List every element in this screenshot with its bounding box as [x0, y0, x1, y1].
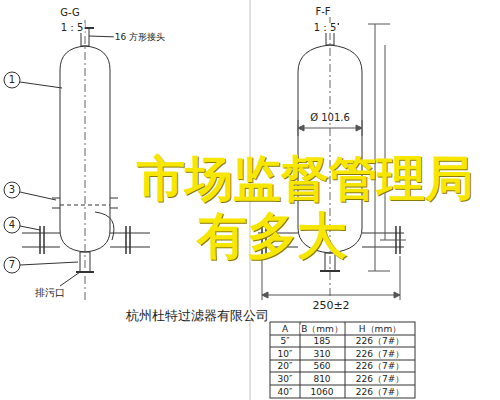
table-cell: 560 [312, 362, 331, 371]
company-name: 杭州杜特过滤器有限公司 [125, 309, 270, 322]
callout-number: 7 [8, 260, 16, 270]
part-name: 排污口 [34, 288, 66, 298]
table-cell: 40″ [277, 387, 294, 396]
dimension: Ø 101.6 [309, 113, 351, 123]
table-cell: 5″ [279, 337, 290, 346]
table-cell: 226（7#） [355, 362, 405, 371]
table-cell: A [281, 324, 289, 333]
scale: 1：5 [60, 23, 85, 33]
part-name: 16 方形接头 [114, 33, 166, 42]
callout-number: 1 [8, 75, 16, 85]
table-cell: 226（7#） [355, 349, 405, 358]
view-title: G-G [59, 8, 80, 18]
scale: 1：5 [313, 23, 338, 33]
inlet-pipe [22, 233, 150, 247]
size-table [270, 322, 415, 398]
callout-number: 3 [8, 185, 16, 195]
table-cell: 226（7#） [355, 387, 405, 396]
table-cell: 810 [312, 374, 331, 383]
table-cell: 10″ [277, 349, 294, 358]
table-cell: B（mm） [300, 324, 344, 333]
callout-circles [4, 36, 118, 286]
dimension: 250±2 [311, 300, 350, 311]
table-cell: H（mm） [358, 324, 402, 333]
view-title: F-F [314, 7, 331, 17]
table-cell: 20″ [277, 362, 294, 371]
watermark: 市场监督管理局 [137, 154, 473, 202]
table-cell: 310 [312, 349, 331, 358]
drain-pipe [80, 252, 90, 272]
table-cell: 185 [312, 337, 331, 346]
table-cell: 226（7#） [355, 337, 405, 346]
table-cell: 226（7#） [355, 374, 405, 383]
watermark: 有多大 [197, 211, 347, 261]
callout-number: 4 [8, 220, 16, 230]
table-cell: 30″ [277, 374, 294, 383]
table-cell: 1060 [310, 387, 335, 396]
